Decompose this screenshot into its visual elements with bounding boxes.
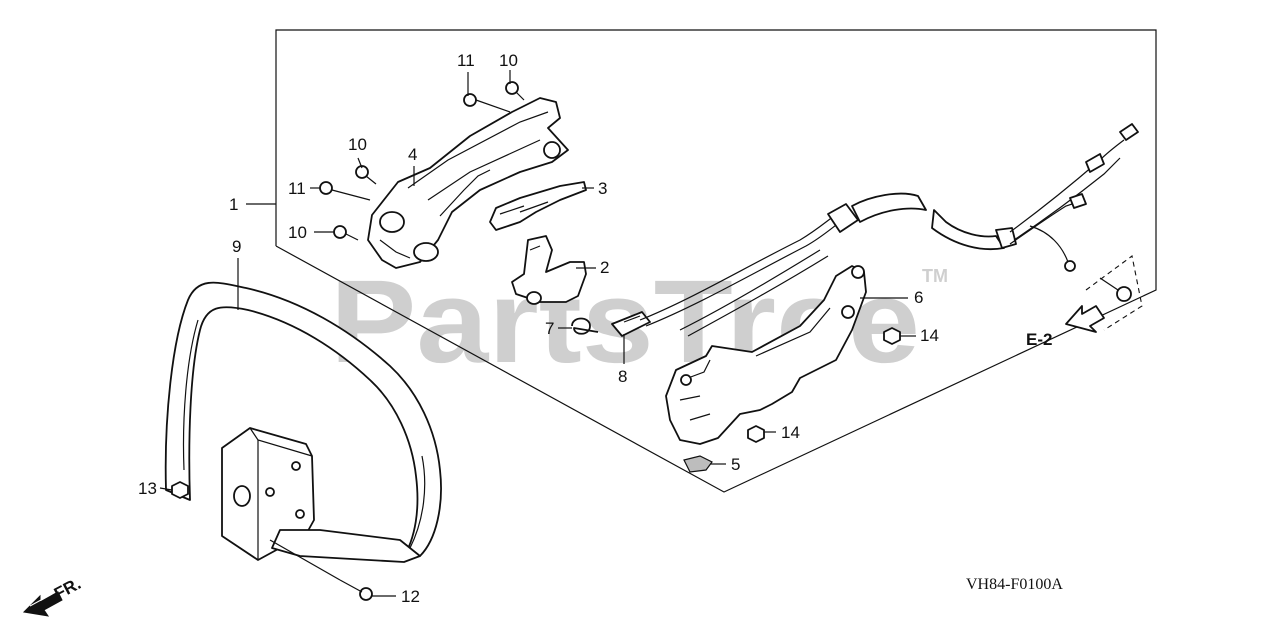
callout-3: 3 [598,179,607,198]
callout-12: 12 [401,587,420,606]
callout-11-top: 11 [457,51,475,70]
callout-6: 6 [914,288,923,307]
callout-14-upper: 14 [920,326,939,345]
leader-lines [159,70,916,597]
callout-2: 2 [600,258,609,277]
callout-13: 13 [138,479,157,498]
nut-lower [747,425,765,443]
throttle-cable [639,123,1139,337]
diagram-code: VH84-F0100A [966,576,1063,593]
handle-grip [665,265,867,445]
bail-handle [164,281,442,563]
callout-10-top: 10 [499,51,518,70]
reference-label: E-2 [1026,330,1052,349]
callout-10-low: 10 [288,223,307,242]
callout-11-mid: 11 [288,179,306,198]
callout-10-mid: 10 [348,135,367,154]
callout-9: 9 [232,237,241,256]
bolts [319,81,1132,302]
callout-5: 5 [731,455,740,474]
watermark-trademark: TM [922,266,948,286]
grommet [683,455,713,473]
front-direction-arrow-icon [22,591,63,617]
callout-1: 1 [229,195,238,214]
throttle-case [367,97,569,269]
callout-labels: 1 2 3 4 5 6 7 8 9 10 10 10 11 11 12 13 1… [138,51,939,606]
assembly-frame [275,29,1157,493]
callout-14-lower: 14 [781,423,800,442]
nut-13 [171,481,189,499]
reference-box [1085,255,1143,331]
bolt-12 [359,587,373,601]
cable-clip [611,311,651,337]
callout-4: 4 [408,145,417,164]
callout-7: 7 [545,319,554,338]
stop-lever [511,235,587,305]
return-spring [571,317,599,335]
callout-8: 8 [618,367,627,386]
reference-arrow-icon [1065,305,1105,333]
nut-upper [883,327,901,345]
